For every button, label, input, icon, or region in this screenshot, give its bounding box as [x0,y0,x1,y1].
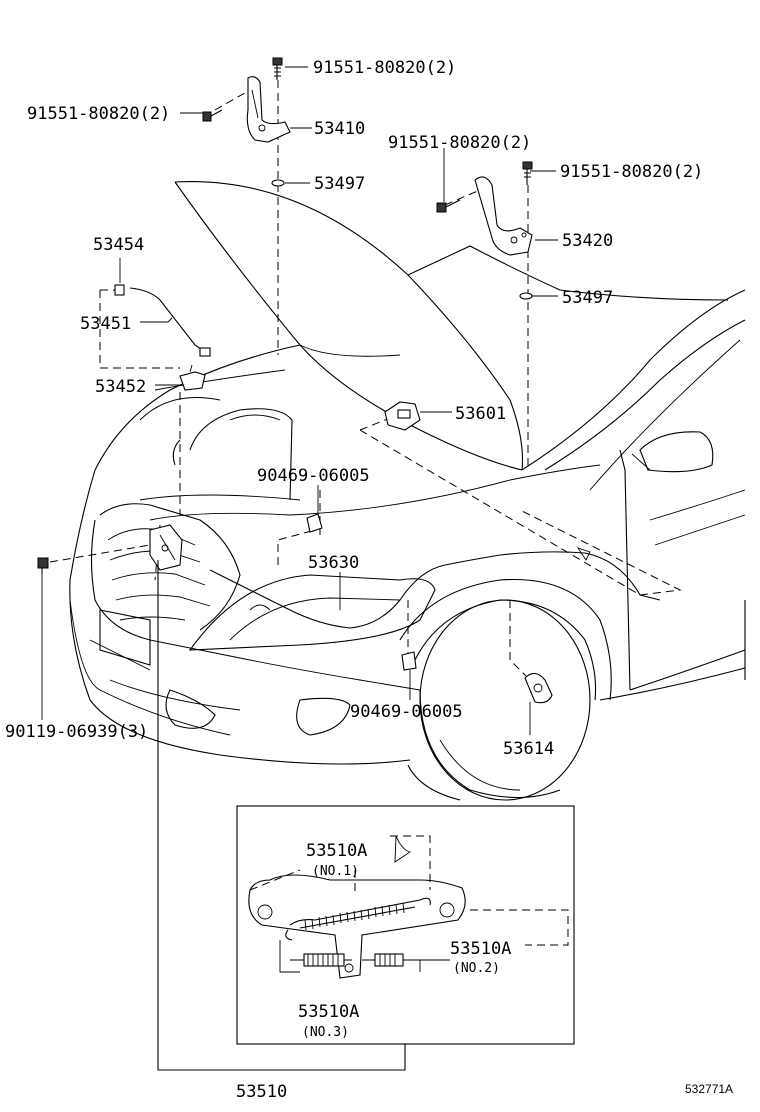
label-90119: 90119-06939(3) [5,722,148,742]
clip-icon [179,364,206,391]
clip-icon [306,513,323,533]
label-91551-mid: 91551-80820(2) [388,133,531,153]
bolt-icon [272,57,283,80]
label-53510A-2: 53510A [450,939,511,959]
label-53451: 53451 [80,314,131,334]
label-91551-right: 91551-80820(2) [560,162,703,182]
reference-code: 532771A [685,1082,733,1096]
bolt-icon [522,161,533,185]
parts [37,57,661,704]
label-53601: 53601 [455,404,506,424]
label-53510A-3: 53510A [298,1002,359,1022]
washer-icon [271,179,285,187]
label-no2: (NO.2) [453,961,500,976]
spring-icon [285,897,431,941]
label-53510A-1: 53510A [306,841,367,861]
washer-icon [519,292,533,300]
hinge-icon [474,176,533,256]
label-53420: 53420 [562,231,613,251]
label-53497-right: 53497 [562,288,613,308]
label-91551-left: 91551-80820(2) [27,104,170,124]
latch-icon [384,401,421,431]
bolt-icon [37,557,49,574]
label-53497-top: 53497 [314,174,365,194]
label-no1: (NO.1) [312,864,359,879]
label-no3: (NO.3) [302,1025,349,1040]
label-90469-top: 90469-06005 [257,466,370,486]
clip-icon [114,284,125,296]
vehicle-outline [69,180,746,801]
support-rod [129,287,206,353]
label-53452: 53452 [95,377,146,397]
spring-icon [362,953,450,967]
label-53454: 53454 [93,235,144,255]
leader-lines [41,66,558,1071]
clip-icon [401,651,417,671]
inset-box [236,805,575,1045]
label-53630: 53630 [308,553,359,573]
label-53410: 53410 [314,119,365,139]
label-91551-top: 91551-80820(2) [313,58,456,78]
label-90469-bottom: 90469-06005 [350,702,463,722]
bolt-icon [202,109,223,122]
label-53510: 53510 [236,1082,287,1102]
spring-icon [290,953,352,967]
latch-icon [149,524,183,571]
label-53614: 53614 [503,739,554,759]
latch-icon [524,672,553,704]
callout-labels: 91551-80820(2) 91551-80820(2) 53410 5349… [5,58,733,1102]
bolt-icon [436,199,461,213]
hinge-icon [246,76,291,143]
release-cable [209,551,661,629]
